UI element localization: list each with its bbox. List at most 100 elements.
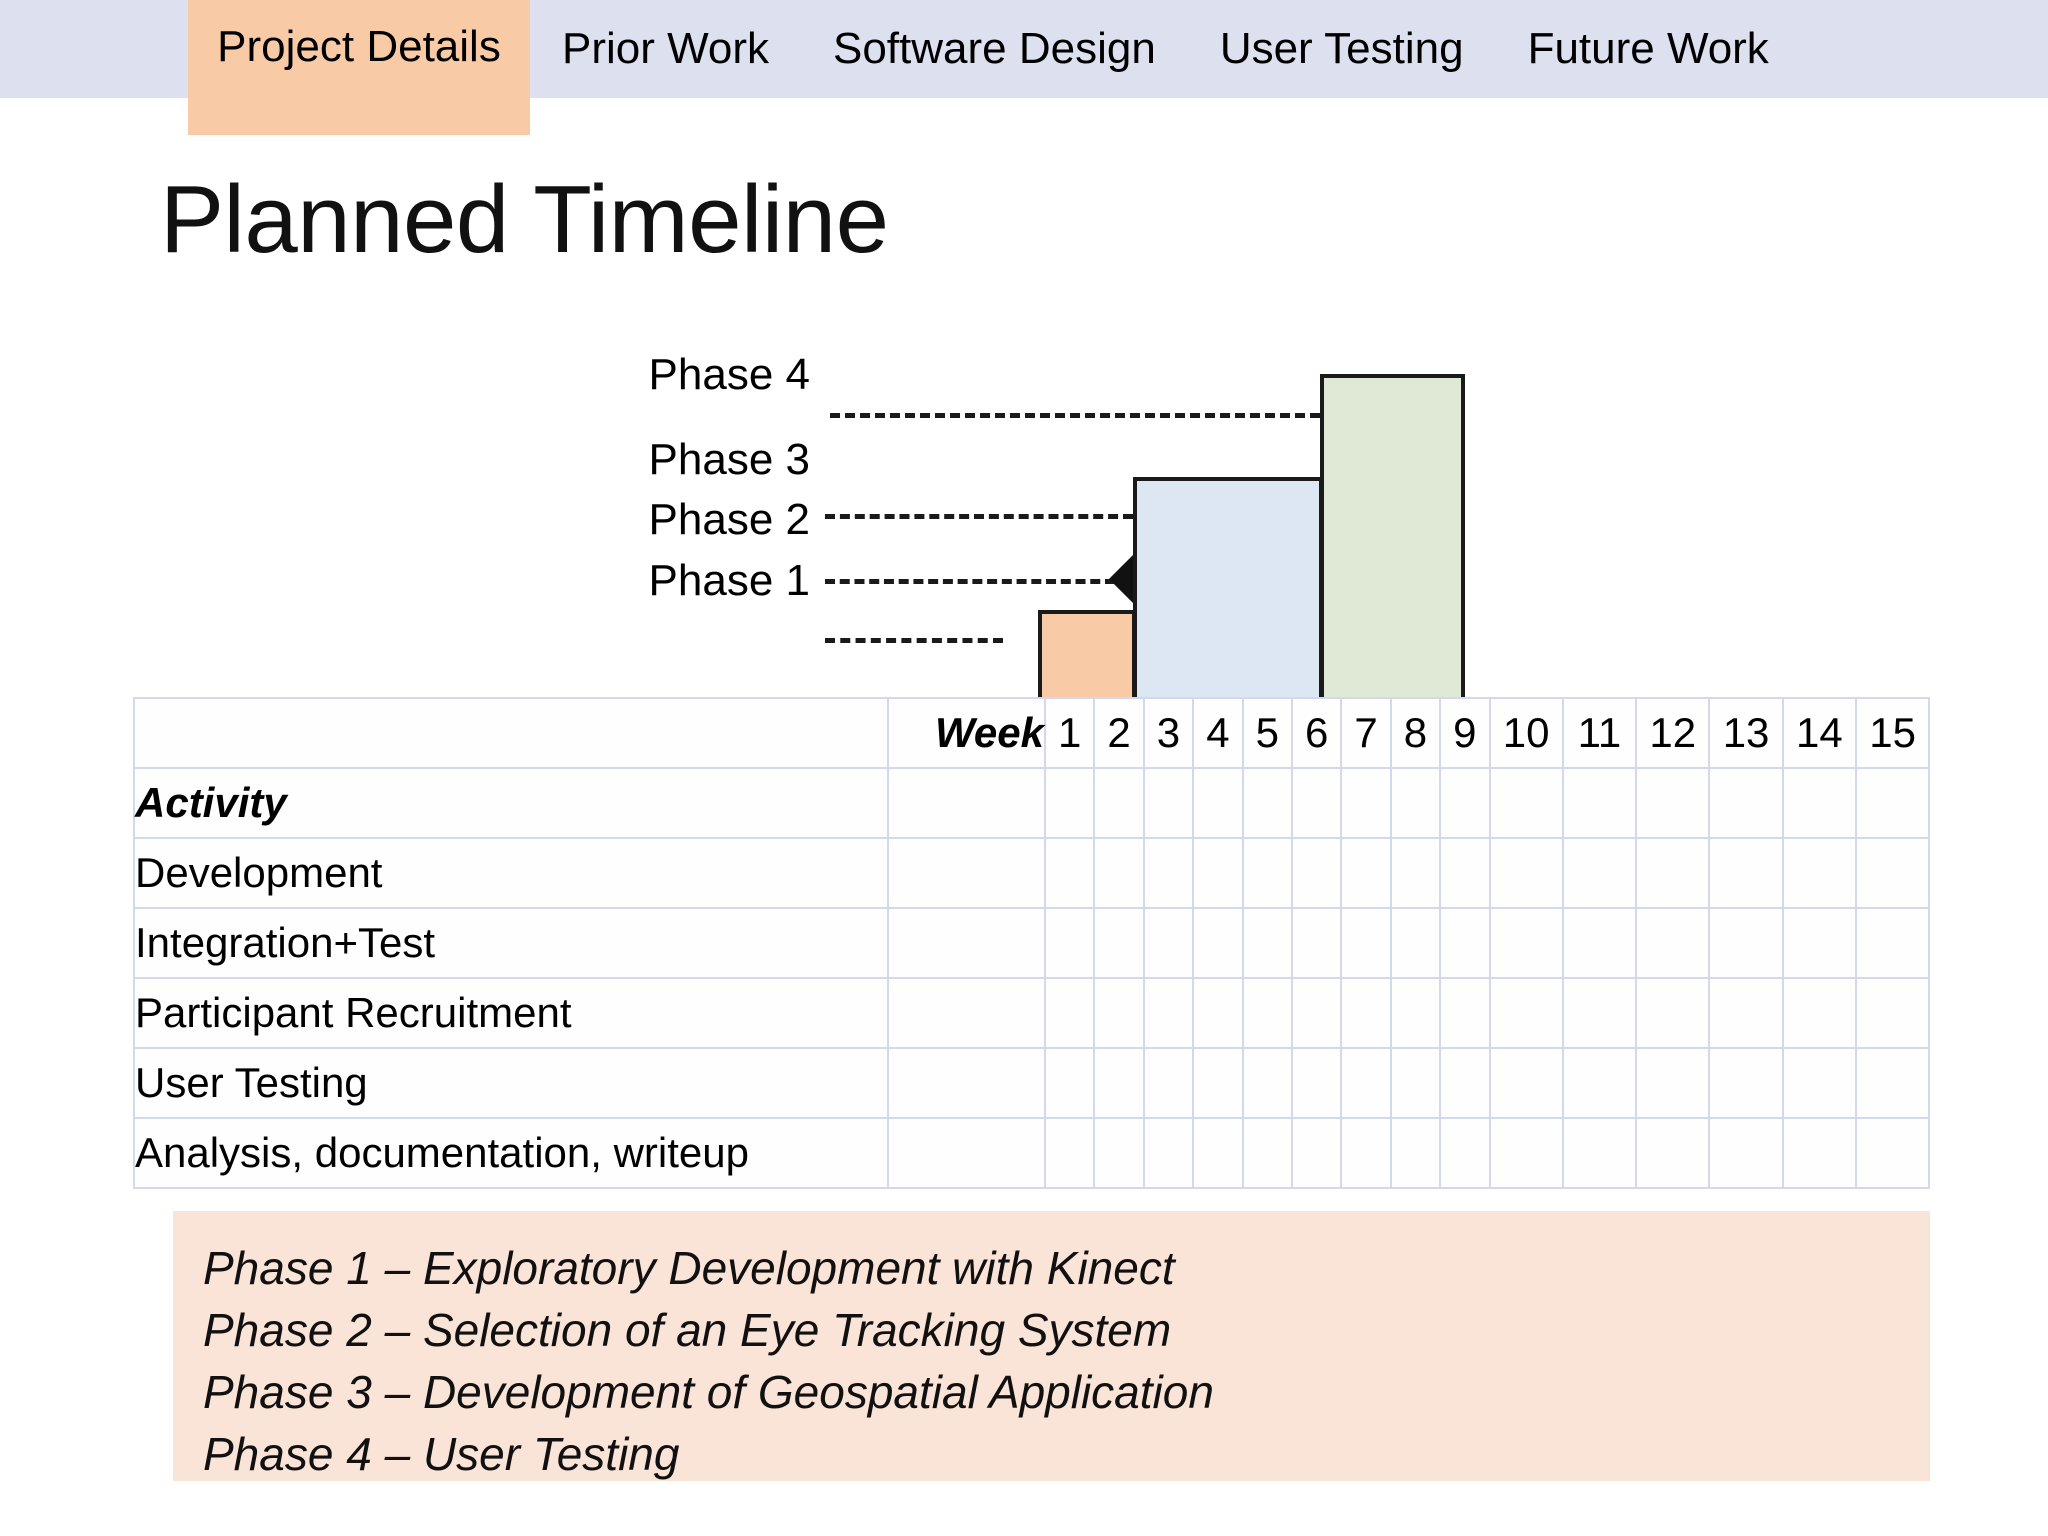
cell-r3-w4[interactable] [1192,977,1244,1049]
cell-r2-w11[interactable] [1561,907,1638,979]
cell-r0-w4[interactable] [1192,767,1244,839]
cell-r0-w2[interactable] [1093,767,1145,839]
cell-r2-w8[interactable] [1389,907,1442,979]
cell-r5-w12[interactable] [1635,1117,1711,1189]
cell-r1-w8[interactable] [1389,837,1442,909]
cell-r5-w3[interactable] [1142,1117,1195,1189]
tab-future-work[interactable]: Future Work [1527,24,1769,73]
cell-r4-w5[interactable] [1241,1047,1293,1119]
cell-r5-w5[interactable] [1241,1117,1293,1189]
cell-r0-w12[interactable] [1635,767,1711,839]
cell-r4-w14[interactable] [1781,1047,1858,1119]
tab-user-testing[interactable]: User Testing [1219,24,1464,73]
cell-r0-w8[interactable] [1389,767,1442,839]
cell-r2-w2[interactable] [1093,907,1145,979]
cell-r2-w5[interactable] [1241,907,1293,979]
cell-r4-w15[interactable] [1854,1047,1931,1119]
cell-r0-w7[interactable] [1340,767,1392,839]
cell-r4-w8[interactable] [1389,1047,1442,1119]
cell-r1-w11[interactable] [1561,837,1638,909]
week-col-6[interactable]: 6 [1290,697,1343,769]
week-col-7[interactable]: 7 [1340,697,1392,769]
cell-r4-w11[interactable] [1561,1047,1638,1119]
cell-r1-w3[interactable] [1142,837,1195,909]
cell-r5-w9[interactable] [1439,1117,1491,1189]
cell-r5-w1[interactable] [1043,1117,1096,1189]
cell-r3-w7[interactable] [1340,977,1392,1049]
cell-r3-w1[interactable] [1043,977,1096,1049]
cell-r0-w6[interactable] [1290,767,1343,839]
tab-software-design[interactable]: Software Design [832,24,1156,73]
cell-r0-w10[interactable] [1488,767,1564,839]
week-col-1[interactable]: 1 [1043,697,1096,769]
cell-r4-w10[interactable] [1488,1047,1564,1119]
cell-r4-w7[interactable] [1340,1047,1392,1119]
week-col-11[interactable]: 11 [1561,697,1638,769]
cell-r3-w10[interactable] [1488,977,1564,1049]
cell-r1-w1[interactable] [1043,837,1096,909]
cell-r3-w5[interactable] [1241,977,1293,1049]
cell-r5-w13[interactable] [1708,1117,1784,1189]
cell-r2-w10[interactable] [1488,907,1564,979]
cell-r2-w7[interactable] [1340,907,1392,979]
cell-r2-w9[interactable] [1439,907,1491,979]
cell-r4-w2[interactable] [1093,1047,1145,1119]
cell-r3-w12[interactable] [1635,977,1711,1049]
cell-r4-w6[interactable] [1290,1047,1343,1119]
cell-r5-w4[interactable] [1192,1117,1244,1189]
cell-r5-w11[interactable] [1561,1117,1638,1189]
cell-r3-w15[interactable] [1854,977,1931,1049]
week-col-4[interactable]: 4 [1192,697,1244,769]
cell-r1-w10[interactable] [1488,837,1564,909]
cell-r3-w8[interactable] [1389,977,1442,1049]
cell-r2-w6[interactable] [1290,907,1343,979]
cell-r2-w1[interactable] [1043,907,1096,979]
cell-r4-w12[interactable] [1635,1047,1711,1119]
cell-r5-w10[interactable] [1488,1117,1564,1189]
week-col-14[interactable]: 14 [1781,697,1858,769]
cell-r0-w1[interactable] [1043,767,1096,839]
cell-r2-w15[interactable] [1854,907,1931,979]
cell-r4-w9[interactable] [1439,1047,1491,1119]
cell-r2-w14[interactable] [1781,907,1858,979]
cell-r1-w4[interactable] [1192,837,1244,909]
week-col-12[interactable]: 12 [1635,697,1711,769]
cell-r1-w5[interactable] [1241,837,1293,909]
cell-r5-w7[interactable] [1340,1117,1392,1189]
cell-r0-w9[interactable] [1439,767,1491,839]
cell-r1-w14[interactable] [1781,837,1858,909]
cell-r0-w5[interactable] [1241,767,1293,839]
cell-r1-w7[interactable] [1340,837,1392,909]
cell-r3-w9[interactable] [1439,977,1491,1049]
cell-r2-w3[interactable] [1142,907,1195,979]
cell-r2-w4[interactable] [1192,907,1244,979]
cell-r1-w15[interactable] [1854,837,1931,909]
cell-r1-w12[interactable] [1635,837,1711,909]
week-col-3[interactable]: 3 [1142,697,1195,769]
cell-r4-w1[interactable] [1043,1047,1096,1119]
cell-r0-w13[interactable] [1708,767,1784,839]
week-col-10[interactable]: 10 [1488,697,1564,769]
cell-r3-w14[interactable] [1781,977,1858,1049]
week-col-5[interactable]: 5 [1241,697,1293,769]
cell-r4-w3[interactable] [1142,1047,1195,1119]
cell-r3-w2[interactable] [1093,977,1145,1049]
tab-prior-work[interactable]: Prior Work [562,24,769,73]
cell-r5-w14[interactable] [1781,1117,1858,1189]
cell-r3-w3[interactable] [1142,977,1195,1049]
cell-r2-w12[interactable] [1635,907,1711,979]
cell-r4-w13[interactable] [1708,1047,1784,1119]
cell-r1-w6[interactable] [1290,837,1343,909]
week-col-8[interactable]: 8 [1389,697,1442,769]
cell-r3-w11[interactable] [1561,977,1638,1049]
cell-r4-w4[interactable] [1192,1047,1244,1119]
cell-r3-w6[interactable] [1290,977,1343,1049]
cell-r0-w14[interactable] [1781,767,1858,839]
cell-r3-w13[interactable] [1708,977,1784,1049]
cell-r5-w15[interactable] [1854,1117,1931,1189]
cell-r1-w13[interactable] [1708,837,1784,909]
week-col-13[interactable]: 13 [1708,697,1784,769]
tab-project-details-active[interactable]: Project Details [188,0,530,135]
cell-r1-w2[interactable] [1093,837,1145,909]
cell-r0-w15[interactable] [1854,767,1931,839]
